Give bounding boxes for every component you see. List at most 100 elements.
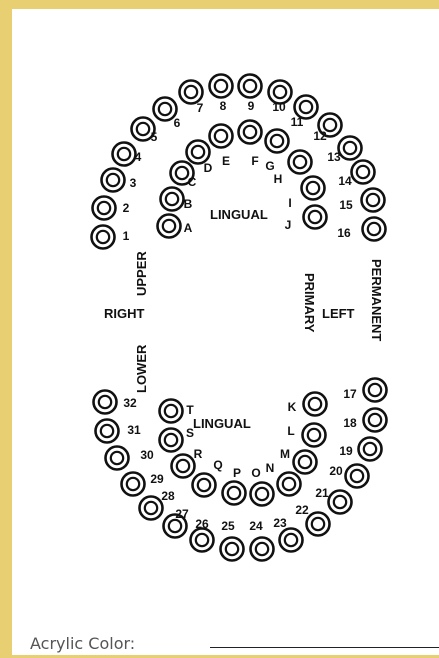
acrylic-color-line[interactable] <box>210 647 439 648</box>
primary-tooth-label-h: H <box>274 172 283 186</box>
tooth-5-inner-ring <box>137 123 149 135</box>
primary-tooth-i-inner-ring <box>307 182 319 194</box>
tooth-label-28: 28 <box>161 489 175 503</box>
tooth-17[interactable] <box>364 379 387 402</box>
tooth-25-inner-ring <box>226 543 238 555</box>
primary-tooth-h[interactable] <box>289 151 312 174</box>
tooth-23[interactable] <box>280 529 303 552</box>
tooth-label-19: 19 <box>339 444 353 458</box>
tooth-16[interactable] <box>363 218 386 241</box>
tooth-15[interactable] <box>362 189 385 212</box>
tooth-18[interactable] <box>364 409 387 432</box>
tooth-label-12: 12 <box>313 129 327 143</box>
tooth-31-inner-ring <box>101 425 113 437</box>
tooth-label-29: 29 <box>150 472 164 486</box>
tooth-9-inner-ring <box>244 80 256 92</box>
primary-tooth-d[interactable] <box>187 141 210 164</box>
tooth-19[interactable] <box>359 438 382 461</box>
primary-tooth-j[interactable] <box>304 206 327 229</box>
tooth-28-inner-ring <box>145 502 157 514</box>
primary-tooth-label-r: R <box>194 447 203 461</box>
tooth-label-32: 32 <box>123 396 137 410</box>
tooth-8[interactable] <box>210 75 233 98</box>
tooth-1[interactable] <box>92 226 115 249</box>
primary-tooth-k[interactable] <box>304 393 327 416</box>
primary-tooth-q-inner-ring <box>198 479 210 491</box>
primary-tooth-i[interactable] <box>302 177 325 200</box>
primary-tooth-q[interactable] <box>193 474 216 497</box>
primary-tooth-g[interactable] <box>266 130 289 153</box>
tooth-label-11: 11 <box>291 115 304 129</box>
permanent-label: PERMANENT <box>369 259 384 341</box>
primary-tooth-label-e: E <box>222 154 230 168</box>
tooth-label-9: 9 <box>248 99 255 113</box>
primary-tooth-e-inner-ring <box>215 130 227 142</box>
primary-tooth-label-m: M <box>280 447 290 461</box>
primary-tooth-t[interactable] <box>160 400 183 423</box>
tooth-23-inner-ring <box>285 534 297 546</box>
tooth-2-inner-ring <box>98 202 110 214</box>
tooth-20[interactable] <box>346 465 369 488</box>
primary-tooth-l-inner-ring <box>308 429 320 441</box>
primary-tooth-p-inner-ring <box>228 487 240 499</box>
tooth-label-22: 22 <box>295 503 309 517</box>
tooth-26[interactable] <box>191 529 214 552</box>
primary-tooth-m-inner-ring <box>299 456 311 468</box>
tooth-3[interactable] <box>102 169 125 192</box>
tooth-29-inner-ring <box>127 478 139 490</box>
tooth-20-inner-ring <box>351 470 363 482</box>
tooth-30-inner-ring <box>111 452 123 464</box>
tooth-9[interactable] <box>239 75 262 98</box>
tooth-label-25: 25 <box>221 519 235 533</box>
tooth-label-23: 23 <box>273 516 287 530</box>
tooth-label-7: 7 <box>197 101 204 115</box>
tooth-7[interactable] <box>180 81 203 104</box>
tooth-32[interactable] <box>94 391 117 414</box>
acrylic-color-field: Acrylic Color: <box>30 634 439 658</box>
primary-tooth-n[interactable] <box>278 473 301 496</box>
tooth-label-21: 21 <box>315 486 329 500</box>
tooth-14[interactable] <box>352 161 375 184</box>
tooth-13[interactable] <box>339 137 362 160</box>
primary-tooth-k-inner-ring <box>309 398 321 410</box>
primary-tooth-m[interactable] <box>294 451 317 474</box>
primary-tooth-o[interactable] <box>251 483 274 506</box>
primary-tooth-r[interactable] <box>172 455 195 478</box>
tooth-10-inner-ring <box>274 86 286 98</box>
tooth-label-14: 14 <box>338 174 352 188</box>
tooth-24[interactable] <box>251 538 274 561</box>
primary-tooth-o-inner-ring <box>256 488 268 500</box>
tooth-30[interactable] <box>106 447 129 470</box>
primary-tooth-p[interactable] <box>223 482 246 505</box>
tooth-25[interactable] <box>221 538 244 561</box>
tooth-11-inner-ring <box>300 101 312 113</box>
primary-tooth-label-l: L <box>287 424 294 438</box>
primary-tooth-l[interactable] <box>303 424 326 447</box>
tooth-31[interactable] <box>96 420 119 443</box>
tooth-2[interactable] <box>93 197 116 220</box>
tooth-21[interactable] <box>329 491 352 514</box>
lower-label: LOWER <box>134 344 149 393</box>
primary-tooth-d-inner-ring <box>192 146 204 158</box>
tooth-label-27: 27 <box>175 507 189 521</box>
tooth-label-13: 13 <box>327 150 341 164</box>
primary-tooth-e[interactable] <box>210 125 233 148</box>
primary-tooth-s[interactable] <box>160 429 183 452</box>
tooth-28[interactable] <box>140 497 163 520</box>
primary-tooth-label-c: C <box>188 175 197 189</box>
primary-tooth-label-d: D <box>204 161 213 175</box>
primary-tooth-label-g: G <box>265 159 274 173</box>
primary-tooth-b[interactable] <box>161 188 184 211</box>
tooth-label-2: 2 <box>123 201 130 215</box>
primary-tooth-f[interactable] <box>239 121 262 144</box>
lingual-lower-label: LINGUAL <box>193 416 251 431</box>
acrylic-color-label: Acrylic Color: <box>30 634 135 653</box>
primary-tooth-t-inner-ring <box>165 405 177 417</box>
tooth-22[interactable] <box>307 513 330 536</box>
tooth-27-inner-ring <box>169 520 181 532</box>
tooth-29[interactable] <box>122 473 145 496</box>
tooth-21-inner-ring <box>334 496 346 508</box>
tooth-4[interactable] <box>113 143 136 166</box>
primary-tooth-a[interactable] <box>158 215 181 238</box>
